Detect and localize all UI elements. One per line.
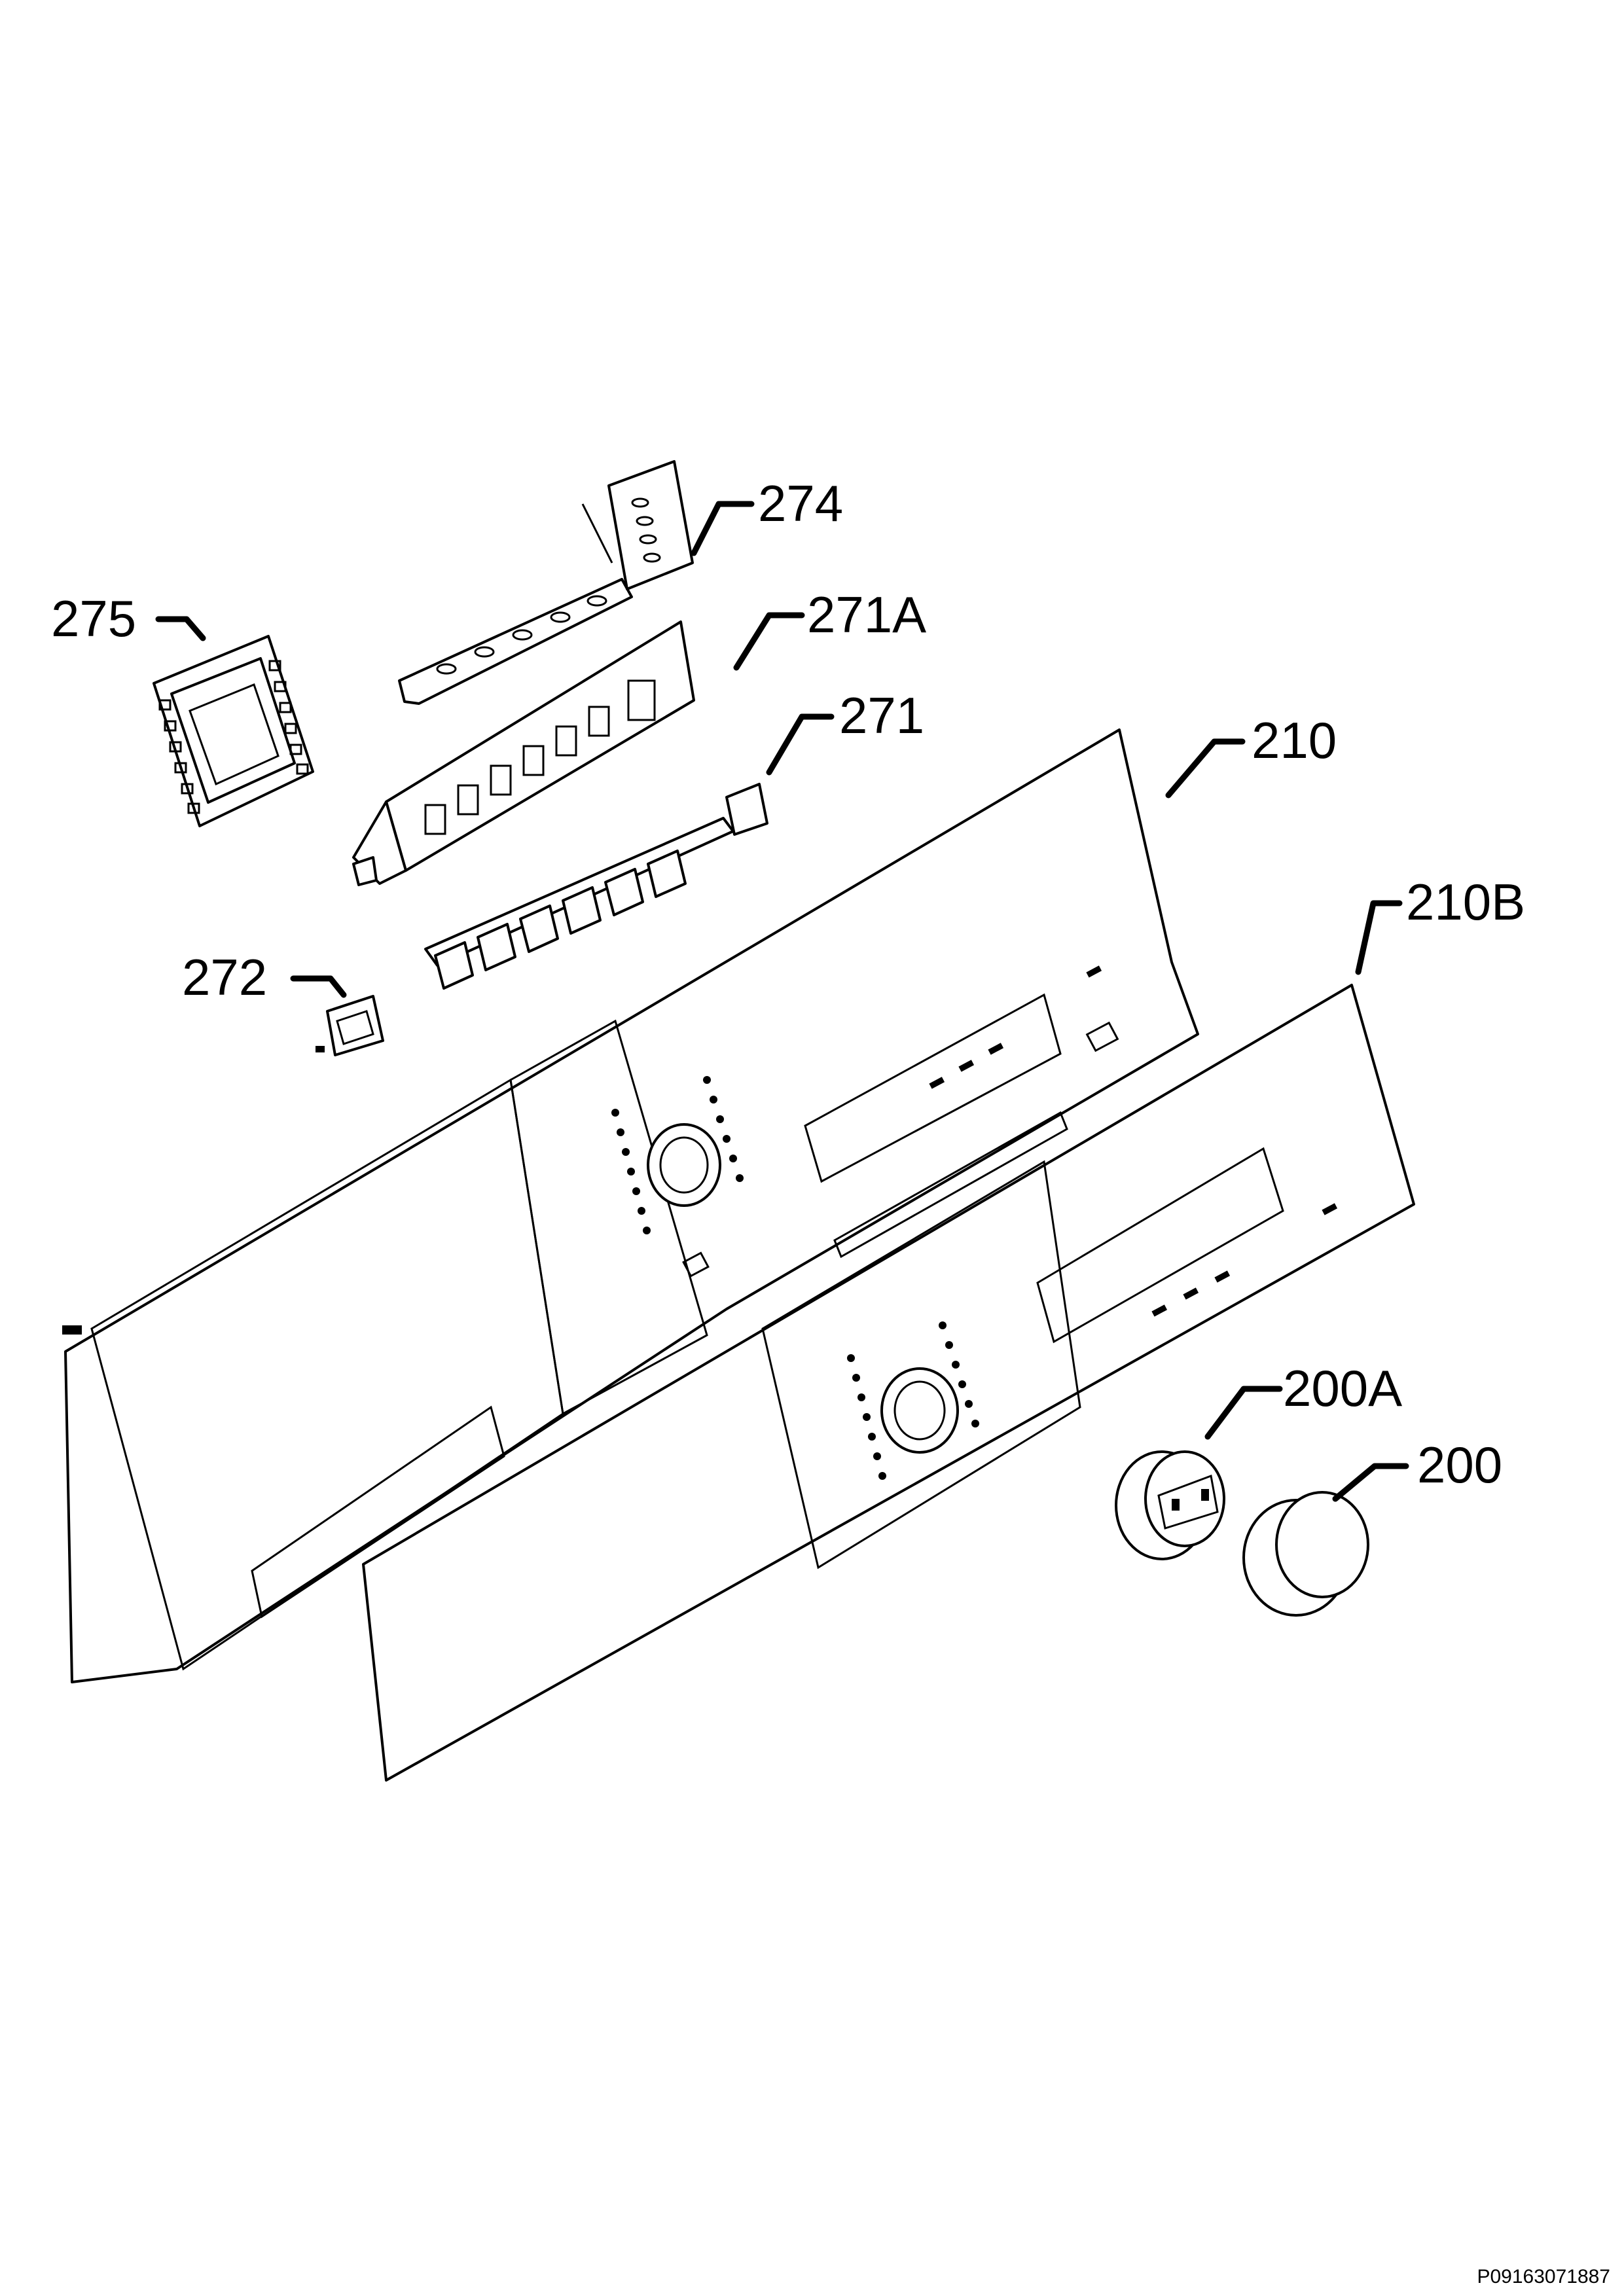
part-labels: 275 274 271A 271 272 210 210B 200A 200 — [51, 475, 1525, 1494]
leader-271A — [733, 612, 805, 671]
label-200: 200 — [1417, 1436, 1502, 1494]
leader-200 — [1332, 1463, 1409, 1502]
leader-210B — [1355, 900, 1403, 975]
leader-274 — [691, 501, 755, 556]
label-271A: 271A — [807, 586, 926, 643]
part-271A-circuit-board — [352, 620, 695, 886]
label-210B: 210B — [1406, 873, 1525, 931]
label-271: 271 — [839, 687, 924, 744]
leader-200A — [1204, 1386, 1283, 1440]
label-274: 274 — [758, 475, 843, 532]
label-210: 210 — [1252, 711, 1337, 769]
leader-271 — [766, 713, 835, 776]
part-210B-fascia — [362, 984, 1415, 1782]
part-210-control-panel — [62, 728, 1199, 1683]
leader-272 — [290, 975, 347, 998]
part-274-bracket — [398, 460, 694, 705]
label-275: 275 — [51, 590, 136, 647]
label-272: 272 — [182, 948, 267, 1006]
label-200A: 200A — [1283, 1359, 1402, 1417]
part-272-button — [316, 995, 384, 1056]
part-200A-knob-core — [1115, 1450, 1225, 1560]
leader-lines — [155, 501, 1409, 1502]
leader-210 — [1165, 738, 1246, 798]
part-271-button-strip — [424, 783, 768, 990]
leader-275 — [155, 616, 206, 641]
part-275-frame — [153, 635, 314, 827]
document-id: P09163071887 — [1477, 2266, 1610, 2287]
part-200-knob-cap — [1242, 1491, 1369, 1617]
